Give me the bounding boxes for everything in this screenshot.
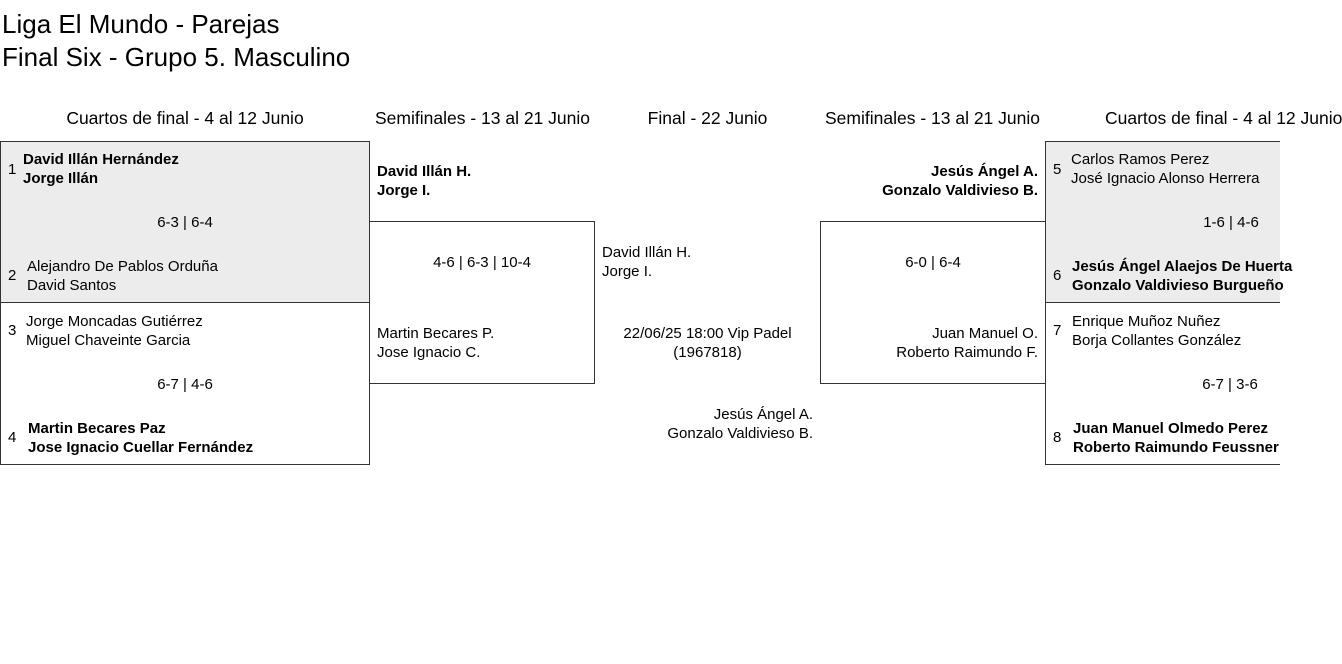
- final-team2-player-1: Jesús Ángel A.: [713, 406, 813, 423]
- seed-number: 1: [8, 161, 17, 178]
- team-player-1: Alejandro De Pablos Orduña: [27, 258, 218, 275]
- col-header-sf-right: Semifinales - 13 al 21 Junio: [825, 108, 1040, 128]
- sf-right-match[interactable]: 6-0 | 6-4 Juan Manuel O. Roberto Raimund…: [820, 221, 1046, 384]
- team-player-2: José Ignacio Alonso Herrera: [1071, 170, 1260, 187]
- match-score: 4-6 | 6-3 | 10-4: [433, 254, 531, 271]
- match-score: 6-3 | 6-4: [157, 214, 213, 231]
- sf-right-team1-player-1: Jesús Ángel A.: [931, 163, 1038, 180]
- sf-right-team1-player-2: Gonzalo Valdivieso B.: [882, 182, 1038, 199]
- team-player-2: Jose Ignacio Cuellar Fernández: [28, 439, 254, 456]
- seed-number: 8: [1053, 429, 1062, 446]
- col-header-sf-left: Semifinales - 13 al 21 Junio: [375, 108, 590, 128]
- seed-number: 7: [1053, 322, 1062, 339]
- team-player-2: Borja Collantes González: [1072, 332, 1242, 349]
- match-score: 6-0 | 6-4: [905, 254, 961, 271]
- page-title-line2: Final Six - Grupo 5. Masculino: [2, 42, 351, 72]
- qf-left-match2[interactable]: 3 Jorge Moncadas Gutiérrez Miguel Chavei…: [0, 302, 370, 465]
- final-match-info[interactable]: 22/06/25 18:00 Vip Padel: [623, 325, 792, 342]
- team-player-1: Martin Becares Paz: [28, 420, 166, 437]
- team-player-1: Carlos Ramos Perez: [1071, 151, 1210, 168]
- seed-number: 2: [8, 267, 17, 284]
- team-player-1: David Illán Hernández: [23, 151, 179, 168]
- team-player-2: Jose Ignacio C.: [377, 344, 481, 361]
- team-player-1: Juan Manuel O.: [932, 325, 1038, 342]
- team-player-1: Enrique Muñoz Nuñez: [1072, 313, 1221, 330]
- team-player-2: Roberto Raimundo Feussner: [1073, 439, 1279, 456]
- qf-left-match1[interactable]: 1 David Illán Hernández Jorge Illán 6-3 …: [0, 141, 370, 303]
- final-match-id: (1967818): [673, 344, 742, 361]
- match-score: 6-7 | 3-6: [1202, 376, 1258, 393]
- match-score: 1-6 | 4-6: [1203, 214, 1259, 231]
- final-team1-player-1: David Illán H.: [602, 244, 692, 261]
- team-player-2: David Santos: [27, 277, 117, 294]
- team-player-2: Roberto Raimundo F.: [896, 344, 1038, 361]
- qf-right-match2[interactable]: 7 Enrique Muñoz Nuñez Borja Collantes Go…: [1045, 302, 1280, 465]
- sf-left-team1-player-1: David Illán H.: [377, 163, 472, 180]
- col-header-qf-left: Cuartos de final - 4 al 12 Junio: [66, 108, 304, 128]
- page-title-line1: Liga El Mundo - Parejas: [2, 9, 280, 39]
- seed-number: 3: [8, 322, 17, 339]
- team-player-1: Juan Manuel Olmedo Perez: [1073, 420, 1269, 437]
- match-score: 6-7 | 4-6: [157, 376, 213, 393]
- col-header-final: Final - 22 Junio: [647, 108, 768, 128]
- sf-left-match[interactable]: 4-6 | 6-3 | 10-4 Martin Becares P. Jose …: [369, 221, 595, 384]
- col-header-qf-right: Cuartos de final - 4 al 12 Junio: [1105, 108, 1342, 128]
- qf-right-match1[interactable]: 5 Carlos Ramos Perez José Ignacio Alonso…: [1045, 141, 1292, 303]
- seed-number: 5: [1053, 161, 1062, 178]
- final-team1-player-2: Jorge I.: [602, 263, 653, 280]
- team-player-2: Miguel Chaveinte Garcia: [26, 332, 191, 349]
- sf-left-team1-player-2: Jorge I.: [377, 182, 431, 199]
- team-player-1: Jorge Moncadas Gutiérrez: [26, 313, 203, 330]
- seed-number: 4: [8, 429, 17, 446]
- team-player-1: Martin Becares P.: [377, 325, 495, 342]
- final-team2-player-2: Gonzalo Valdivieso B.: [667, 425, 813, 442]
- team-player-2: Jorge Illán: [23, 170, 99, 187]
- team-player-1: Jesús Ángel Alaejos De Huerta: [1072, 258, 1293, 275]
- team-player-2: Gonzalo Valdivieso Burgueño: [1072, 277, 1284, 294]
- seed-number: 6: [1053, 267, 1062, 284]
